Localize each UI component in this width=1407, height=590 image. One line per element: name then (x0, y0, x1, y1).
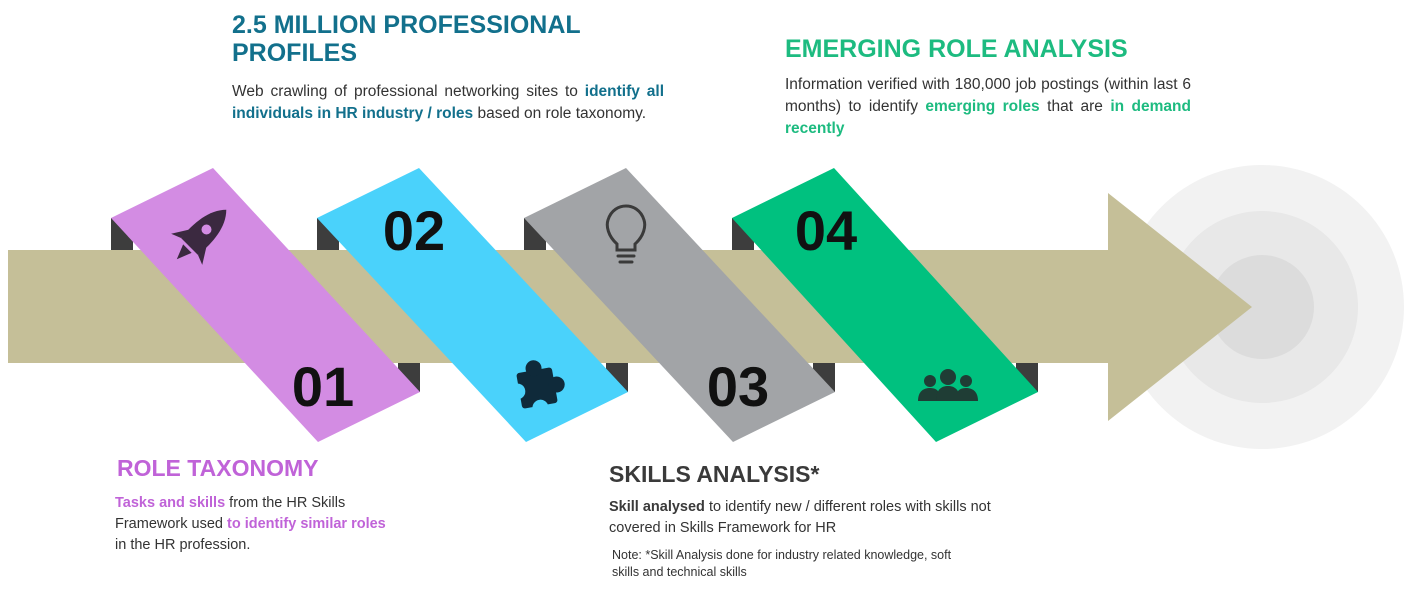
emerging-block: EMERGING ROLE ANALYSIS Information verif… (785, 35, 1191, 141)
step-number-01: 01 (292, 355, 354, 418)
profiles-text-2: based on role taxonomy. (473, 105, 647, 123)
skills-highlight: Skill analysed (609, 499, 705, 516)
puzzle-icon (509, 360, 565, 416)
step-number-03: 03 (707, 355, 769, 418)
rocket-icon (171, 209, 227, 265)
skills-description: Skill analysed to identify new / differe… (609, 497, 1019, 539)
skills-note: Note: *Skill Analysis done for industry … (612, 548, 952, 579)
taxonomy-text-1: from the HR Skills Framework used (115, 495, 346, 533)
taxonomy-title: ROLE TAXONOMY (117, 455, 319, 481)
step-panel-04 (732, 168, 1038, 442)
step-number-02: 02 (383, 199, 445, 262)
emerging-text-1: Information verified with 180,000 job po… (785, 75, 1191, 115)
emerging-title: EMERGING ROLE ANALYSIS (785, 35, 1128, 63)
taxonomy-block: ROLE TAXONOMY Tasks and skills from the … (115, 455, 400, 556)
taxonomy-highlight-2: to identify similar roles (227, 516, 386, 533)
people-group-icon (918, 369, 978, 401)
emerging-description: Information verified with 180,000 job po… (785, 74, 1191, 141)
profiles-title: 2.5 MILLION PROFESSIONAL PROFILES (232, 11, 581, 67)
target-inner-circle (1210, 255, 1314, 359)
lightbulb-icon (605, 204, 647, 264)
profiles-text-1: Web crawling of professional networking … (232, 83, 585, 100)
emerging-highlight-2: in demand recently (785, 97, 1191, 138)
profiles-highlight: identify all individuals in HR industry … (232, 83, 664, 123)
step-number-04: 04 (795, 199, 857, 262)
skills-text: to identify new / different roles with s… (609, 499, 991, 537)
emerging-text-2: that are (1039, 97, 1111, 115)
profiles-block: 2.5 MILLION PROFESSIONAL PROFILES Web cr… (232, 11, 664, 126)
taxonomy-highlight-1: Tasks and skills (115, 495, 226, 512)
emerging-highlight-1: emerging roles (925, 97, 1040, 115)
skills-title: SKILLS ANALYSIS* (609, 461, 820, 487)
skills-block: SKILLS ANALYSIS* Skill analysed to ident… (609, 461, 1019, 580)
taxonomy-description: Tasks and skills from the HR Skills Fram… (115, 493, 400, 556)
step-panel-03 (524, 168, 835, 442)
profiles-description: Web crawling of professional networking … (232, 81, 664, 126)
taxonomy-text-2: in the HR profession. (115, 537, 251, 554)
